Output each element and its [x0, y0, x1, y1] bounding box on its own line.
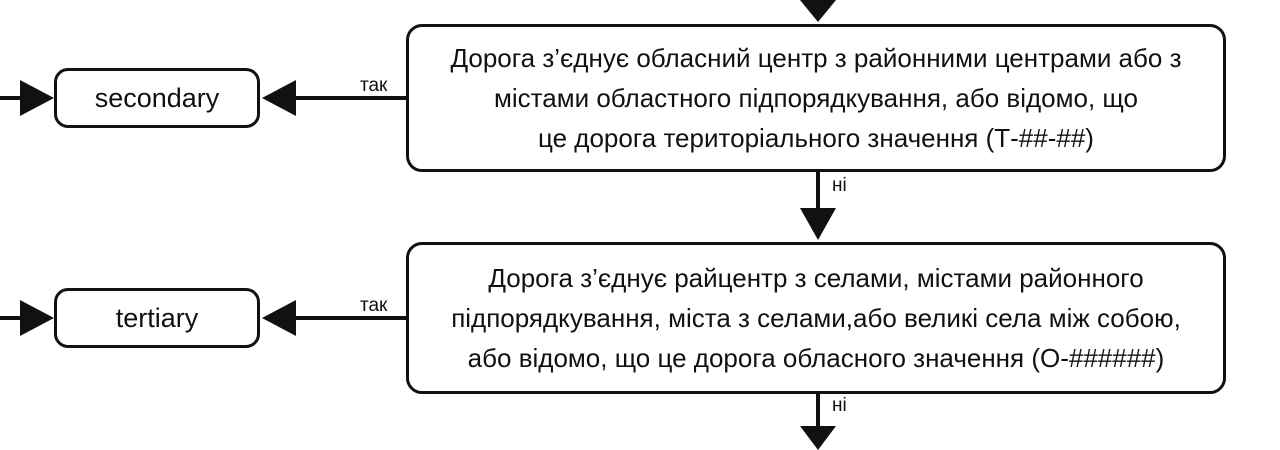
arrowhead-yes-2 [262, 300, 296, 336]
arrowhead-outgoing-2 [20, 300, 54, 336]
decision-line: це дорога територіального значення (Т-##… [538, 123, 1094, 153]
decision-box-regional-center: Дорога з’єднує обласний центр з районним… [406, 24, 1226, 172]
decision-line: Дорога з’єднує райцентр з селами, містам… [488, 263, 1144, 293]
decision-text: Дорога з’єднує обласний центр з районним… [450, 38, 1181, 158]
arrowhead-no-1 [800, 208, 836, 240]
result-label: secondary [94, 82, 220, 113]
arrowhead-outgoing-1 [20, 80, 54, 116]
decision-line: або відомо, що це дорога обласного значе… [467, 343, 1165, 373]
decision-box-district-center: Дорога з’єднує райцентр з селами, містам… [406, 242, 1226, 394]
decision-line: Дорога з’єднує обласний центр з районним… [450, 43, 1182, 73]
decision-text: Дорога з’єднує райцентр з селами, містам… [451, 258, 1181, 378]
result-label: tertiary [115, 302, 199, 333]
decision-line: містами областного підпорядкування, або … [494, 83, 1138, 113]
result-box-tertiary: tertiary [54, 288, 260, 348]
no-label-2: ні [832, 395, 847, 416]
decision-line: підпорядкування, міста з селами,або вели… [451, 303, 1181, 333]
yes-label-1: так [360, 75, 388, 96]
arrowhead-incoming [800, 0, 836, 22]
result-box-secondary: secondary [54, 68, 260, 128]
yes-label-2: так [360, 295, 388, 316]
no-label-1: ні [832, 175, 847, 196]
arrowhead-no-2 [800, 426, 836, 450]
arrowhead-yes-1 [262, 80, 296, 116]
